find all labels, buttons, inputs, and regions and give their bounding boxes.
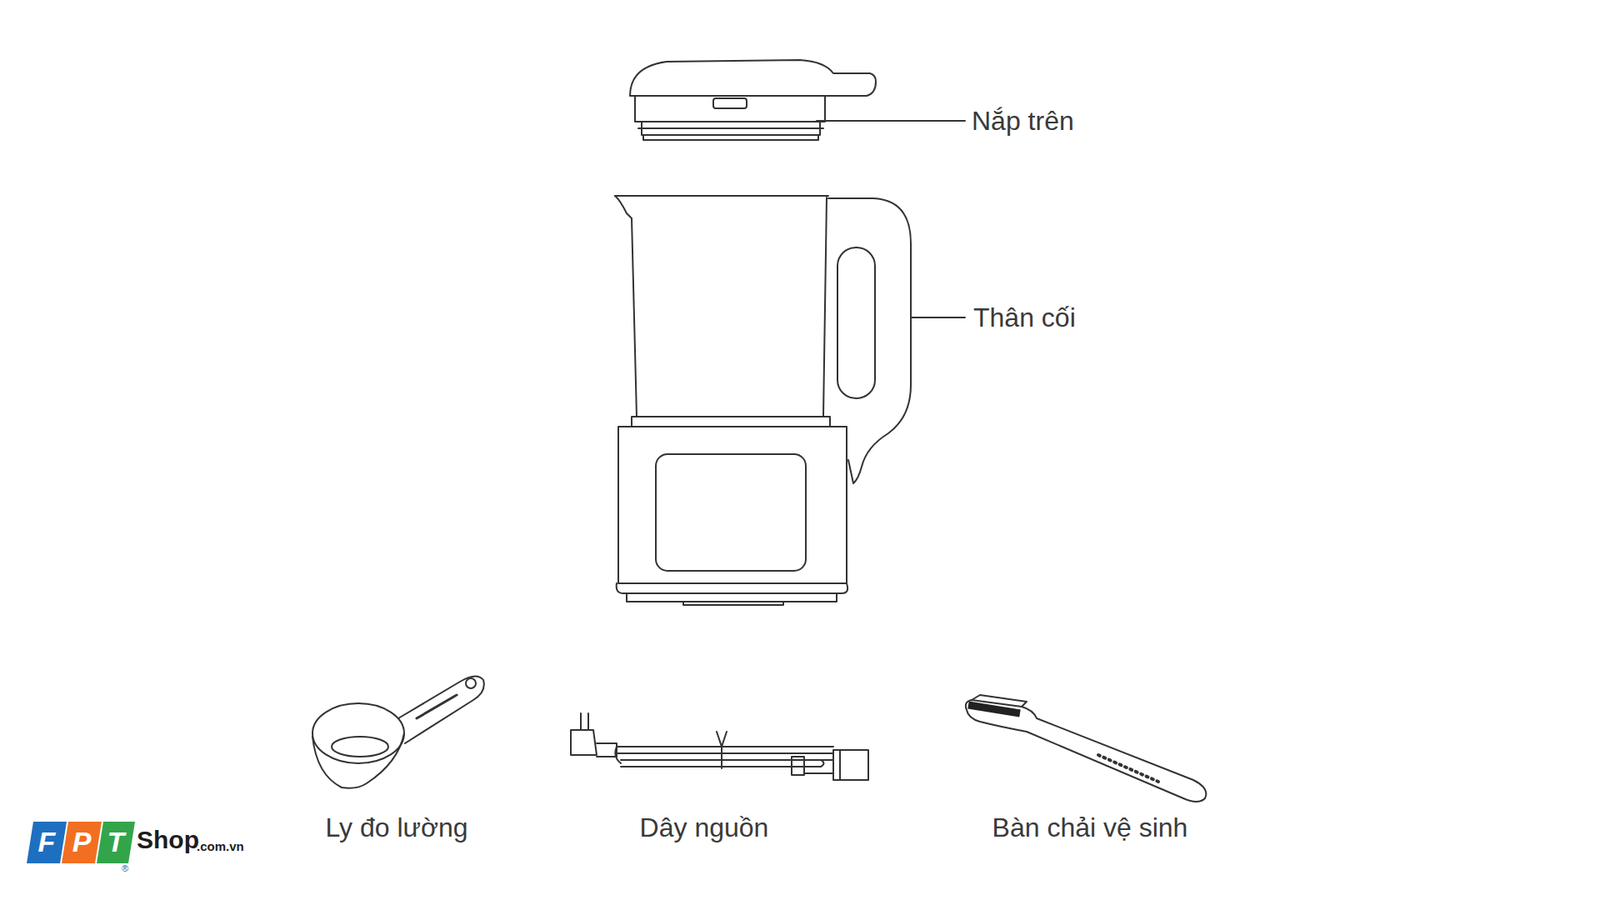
- leader-line: [816, 120, 965, 122]
- part-label: Ly đo lường: [325, 812, 468, 844]
- brush-drawing: [965, 695, 1207, 802]
- part-label: Thân cối: [973, 302, 1076, 334]
- part-label: Bàn chải vệ sinh: [992, 812, 1189, 844]
- logo-letter: P: [72, 825, 92, 859]
- jar-drawing: [615, 195, 911, 605]
- logo-word: Shop: [136, 825, 200, 855]
- logo-boxes: [26, 821, 135, 864]
- part-label: Dây nguồn: [640, 812, 770, 844]
- lid-drawing: [630, 60, 876, 140]
- logo-letter: F: [38, 825, 56, 859]
- logo-domain: .com.vn: [196, 839, 245, 854]
- logo-mark: ®: [121, 863, 129, 875]
- logo-letter: T: [107, 825, 125, 859]
- cup-drawing: [312, 675, 485, 788]
- part-label: Nắp trên: [971, 105, 1075, 137]
- cord-drawing: [570, 713, 869, 780]
- leader-line: [910, 316, 965, 319]
